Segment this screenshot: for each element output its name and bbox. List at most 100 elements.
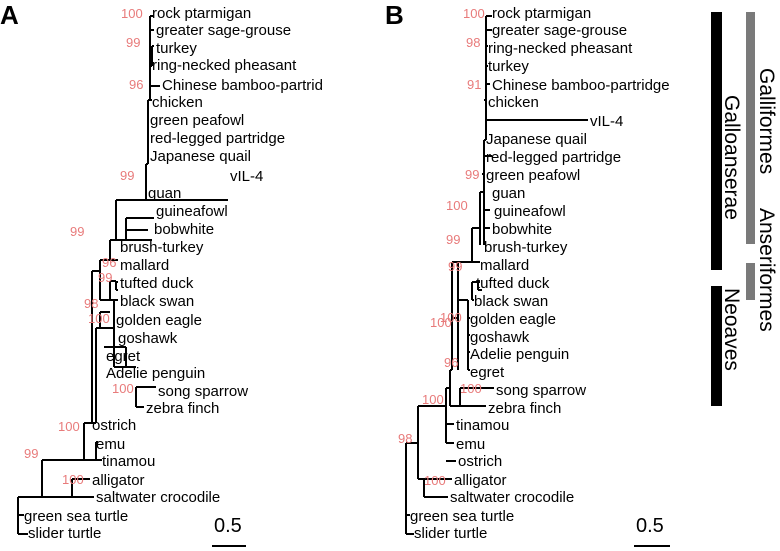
support-value: 100 [460,381,482,396]
support-value: 99 [465,167,479,182]
tip-label: rock ptarmigan [152,5,251,22]
tip-label: bobwhite [154,221,214,238]
galloanserae-bar [711,12,722,270]
tip-label: tinamou [456,417,509,434]
support-value: 99 [448,259,462,274]
tip-label: mallard [120,257,169,274]
tip-label: mallard [480,257,529,274]
support-value: 100 [430,315,452,330]
support-value: 99 [126,35,140,50]
panel-label-b: B [385,0,404,30]
tip-label: slider turtle [28,525,101,542]
tree-a-tips: rock ptarmigan greater sage-grouse turke… [24,5,323,542]
anseriformes-label: Anseriformes [755,208,778,332]
tree-a-supports: 100 99 96 99 99 96 99 98 100 100 100 99 … [24,6,143,487]
tip-label: red-legged partridge [486,149,621,166]
tip-label: brush-turkey [484,239,568,256]
scale-bar-a: 0.5 [212,515,246,547]
support-value: 96 [444,355,458,370]
tip-label: brush-turkey [120,239,204,256]
tip-label: ring-necked pheasant [152,57,297,74]
tip-label: saltwater crocodile [96,489,220,506]
support-value: 98 [466,35,480,50]
support-value: 99 [120,168,134,183]
tip-label: ring-necked pheasant [488,40,633,57]
tip-label: turkey [156,40,197,57]
support-value: 100 [440,310,462,325]
support-value: 100 [121,6,143,21]
scale-bar-label: 0.5 [636,515,664,537]
tip-label: bobwhite [492,221,552,238]
tip-label: saltwater crocodile [450,489,574,506]
tip-label: turkey [488,58,529,75]
tip-label: chicken [152,94,203,111]
tree-a-branches [17,15,228,535]
support-value: 100 [62,472,84,487]
tip-label: song sparrow [158,383,248,400]
tip-label: tufted duck [120,275,194,292]
support-value: 91 [467,77,481,92]
tip-label: black swan [120,293,194,310]
tip-label: egret [106,348,141,365]
tip-label: green sea turtle [410,508,514,525]
tip-label: Chinese bamboo-partrid [162,77,323,94]
support-value: 99 [446,232,460,247]
tip-label: Adelie penguin [106,365,205,382]
tip-label: Chinese bamboo-partridge [492,77,670,94]
tip-label: guan [148,185,181,202]
tip-label: vIL-4 [230,168,263,185]
tip-label: greater sage-grouse [492,22,627,39]
tip-label: goshawk [118,330,178,347]
panel-label-a: A [0,0,19,30]
tip-label: Japanese quail [486,131,587,148]
galloanserae-label: Galloanserae [720,95,743,220]
tip-label: alligator [92,472,145,489]
support-value: 100 [422,392,444,407]
neoaves-bar [711,286,722,406]
support-value: 100 [112,381,134,396]
tip-label: song sparrow [496,382,586,399]
tip-label: chicken [488,94,539,111]
tip-label: green peafowl [150,112,244,129]
tip-label: green sea turtle [24,508,128,525]
tip-label: guineafowl [156,203,228,220]
tip-label: slider turtle [414,525,487,542]
tip-label: egret [470,364,505,381]
tree-b-branches [405,15,588,535]
tip-label: goshawk [470,329,530,346]
tip-label: guineafowl [494,203,566,220]
support-value: 98 [398,431,412,446]
tip-label: alligator [454,472,507,489]
tip-label: ostrich [92,417,136,434]
tip-label: guan [492,185,525,202]
support-value: 100 [58,419,80,434]
tip-label: rock ptarmigan [492,5,591,22]
tip-label: emu [456,436,485,453]
support-value: 100 [446,198,468,213]
tip-label: tufted duck [476,275,550,292]
scale-bar-label: 0.5 [214,515,242,537]
tip-label: green peafowl [486,167,580,184]
support-value: 100 [424,473,446,488]
galliformes-bar [746,12,755,244]
tree-b-tips: rock ptarmigan greater sage-grouse ring-… [410,5,670,542]
tip-label: Japanese quail [150,148,251,165]
tip-label: zebra finch [146,400,219,417]
tip-label: vIL-4 [590,113,623,130]
scale-bar-b: 0.5 [634,515,670,547]
tip-label: ostrich [458,453,502,470]
tip-label: tinamou [102,453,155,470]
tip-label: greater sage-grouse [156,22,291,39]
tip-label: emu [96,436,125,453]
support-value: 100 [463,6,485,21]
neoaves-label: Neoaves [720,288,743,371]
support-value: 99 [98,270,112,285]
support-value: 99 [24,446,38,461]
tip-label: golden eagle [116,312,202,329]
support-value: 96 [129,77,143,92]
support-value: 98 [84,296,98,311]
support-value: 99 [70,224,84,239]
tree-b-supports: 100 98 91 99 100 99 99 100 100 96 100 10… [398,6,485,488]
tip-label: golden eagle [470,311,556,328]
tip-label: black swan [474,293,548,310]
